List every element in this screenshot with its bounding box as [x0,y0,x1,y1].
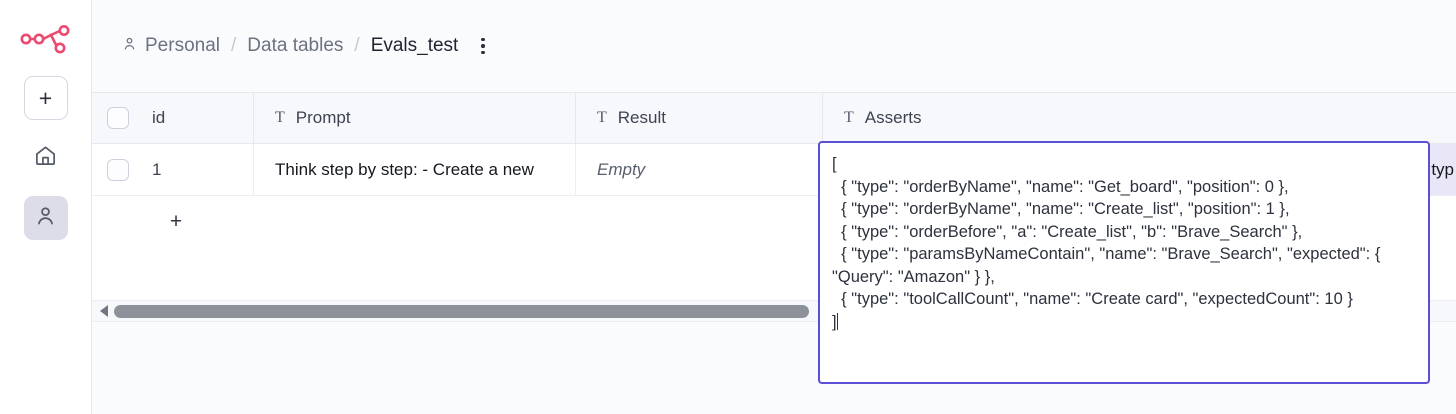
person-icon [34,204,57,232]
n8n-logo[interactable] [19,22,73,56]
sidebar: + [0,0,92,414]
kebab-menu-icon[interactable] [473,32,493,61]
column-header-prompt[interactable]: T Prompt [254,93,576,143]
plus-icon: + [38,84,53,111]
data-table: id T Prompt T Result T Asserts [92,93,1456,414]
person-icon [122,35,137,57]
add-row-area: + [92,196,1456,246]
breadcrumb: Personal / Data tables / Evals_test [122,32,493,61]
resize-handle-icon[interactable] [1412,367,1425,380]
select-all-header [92,93,144,143]
breadcrumb-label-personal: Personal [145,35,220,56]
home-icon [34,144,57,172]
text-type-icon: T [597,109,607,126]
column-label-result: Result [617,108,666,127]
column-label-asserts: Asserts [864,108,922,127]
text-type-icon: T [844,109,854,126]
text-type-icon: T [275,109,285,126]
cell-id[interactable]: 1 [144,144,254,195]
scroll-left-arrow-icon[interactable] [100,305,108,317]
breadcrumb-item-current: Evals_test [370,35,459,56]
column-header-id[interactable]: id [144,93,254,143]
column-label-prompt: Prompt [295,108,351,127]
select-all-checkbox[interactable] [107,107,129,129]
breadcrumb-item-data-tables[interactable]: Data tables [247,35,344,56]
breadcrumb-item-personal[interactable]: Personal [122,35,220,57]
asserts-cell-editor[interactable]: [ { "type": "orderByName", "name": "Get_… [818,141,1430,384]
breadcrumb-separator-2: / [354,35,360,56]
cell-prompt[interactable]: Think step by step: - Create a new [254,144,576,195]
text-caret [836,312,839,330]
main-area: Personal / Data tables / Evals_test id T [92,0,1456,414]
breadcrumb-separator-1: / [231,35,237,56]
personal-button[interactable] [23,196,68,240]
cell-result-empty-value: Empty [597,159,646,179]
table-header-row: id T Prompt T Result T Asserts [92,93,1456,144]
add-button[interactable]: + [23,76,68,120]
home-button[interactable] [24,136,68,180]
column-label-id: id [152,108,166,127]
asserts-editor-text: [ { "type": "orderByName", "name": "Get_… [832,155,1381,331]
breadcrumb-bar: Personal / Data tables / Evals_test [92,0,1456,93]
row-checkbox[interactable] [107,158,129,181]
cell-result[interactable]: Empty [576,144,823,195]
row-select-cell [92,144,144,195]
scrollbar-thumb[interactable] [114,304,809,318]
column-header-result[interactable]: T Result [576,93,823,143]
add-row-button[interactable]: + [169,209,183,233]
cell-asserts-overflow-text: typ [1431,159,1454,179]
column-header-asserts[interactable]: T Asserts [823,93,1456,143]
